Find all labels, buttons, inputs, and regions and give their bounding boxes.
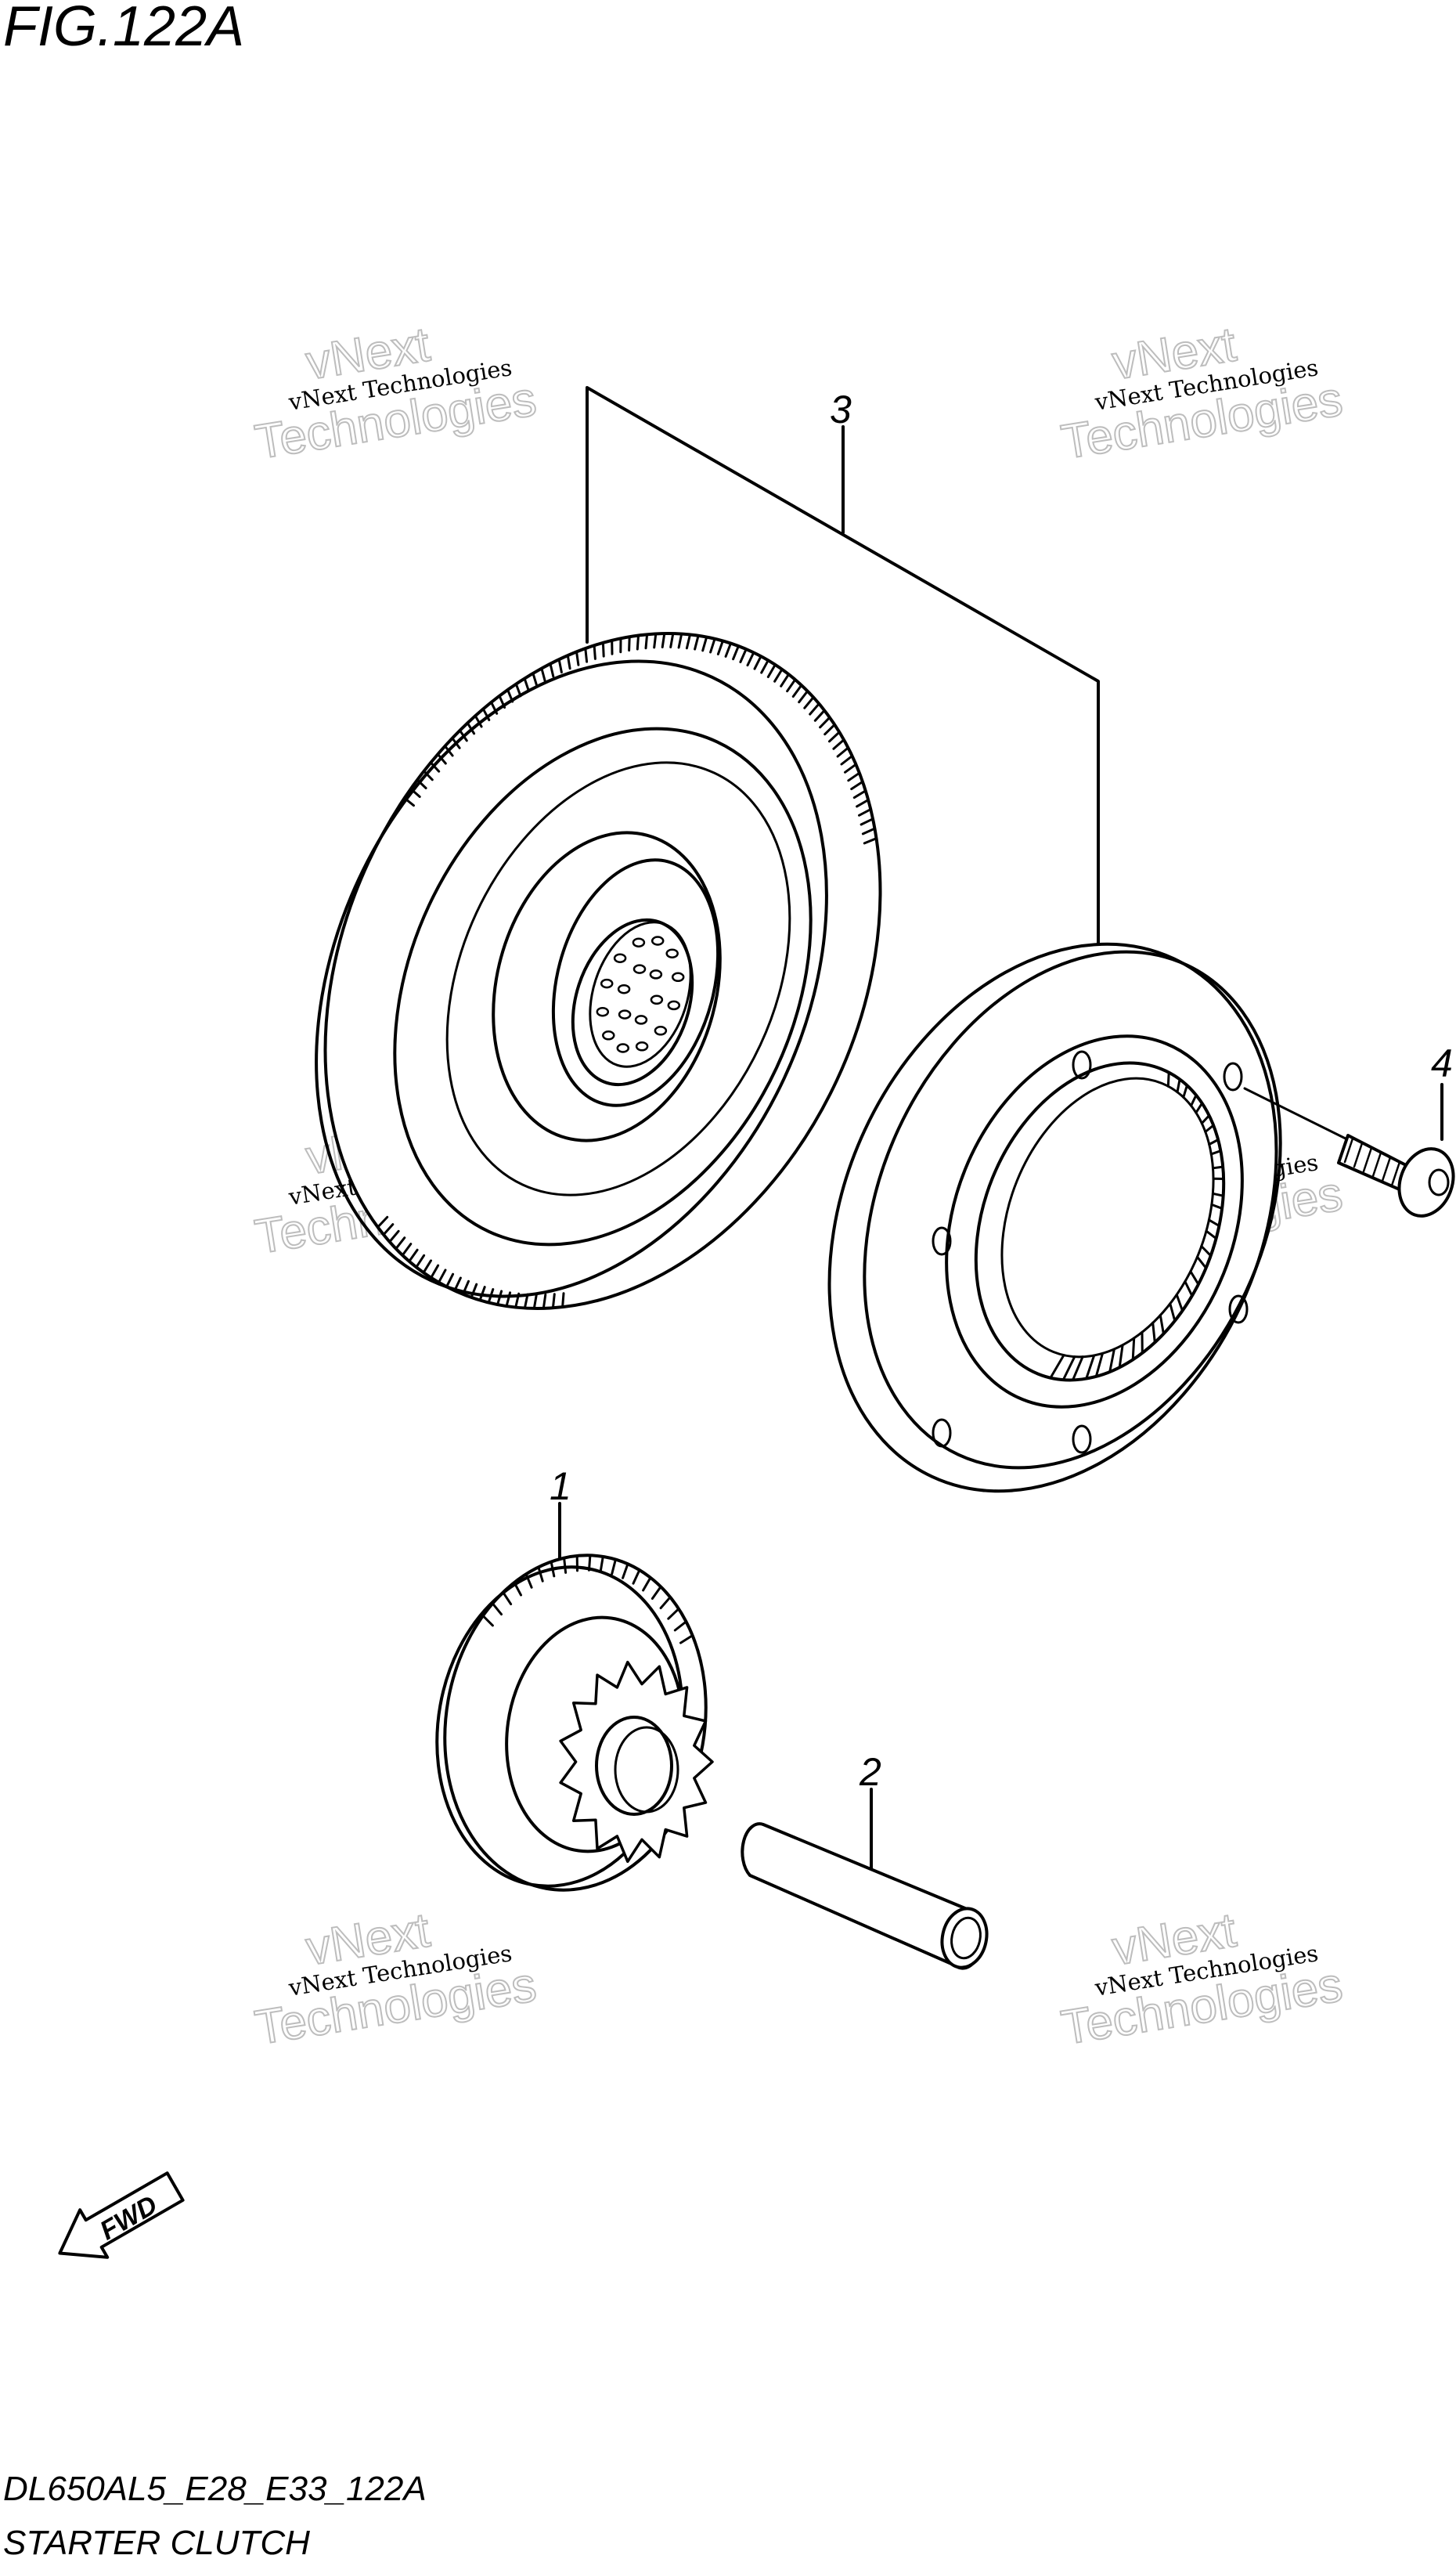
clutch-bolt[interactable] (1243, 1083, 1456, 1224)
watermark-top-right: vNext Technologies vNext Technologies (1057, 316, 1346, 470)
fwd-arrow: FWD (58, 2171, 185, 2259)
leader-line-part-3 (586, 386, 1100, 965)
starter-driven-gear[interactable] (218, 543, 986, 1400)
watermark-top-left: vNext Technologies vNext Technologies (250, 316, 540, 470)
driven-gear-teeth (377, 632, 878, 1310)
figure-title: FIG.122A (3, 0, 244, 58)
callout-2[interactable]: 2 (859, 1750, 881, 1794)
watermark-bottom-left: vNext Technologies vNext Technologies (250, 1902, 540, 2055)
one-way-clutch[interactable] (744, 871, 1362, 1565)
callout-4[interactable]: 4 (1431, 1041, 1453, 1085)
idle-gear[interactable] (413, 1502, 732, 1911)
watermark-bottom-right: vNext Technologies vNext Technologies (1057, 1902, 1346, 2055)
idle-gear-shaft[interactable] (741, 1788, 992, 1972)
figure-code: DL650AL5_E28_E33_122A (3, 2470, 427, 2508)
idle-gear-large-teeth (481, 1554, 694, 1644)
figure-name: STARTER CLUTCH (3, 2524, 310, 2562)
callout-3[interactable]: 3 (830, 388, 852, 431)
needle-bearing-rollers (596, 936, 685, 1053)
callout-1[interactable]: 1 (550, 1464, 571, 1508)
clutch-bolt-holes (932, 1050, 1249, 1454)
one-way-clutch-sprags (1049, 1071, 1225, 1381)
